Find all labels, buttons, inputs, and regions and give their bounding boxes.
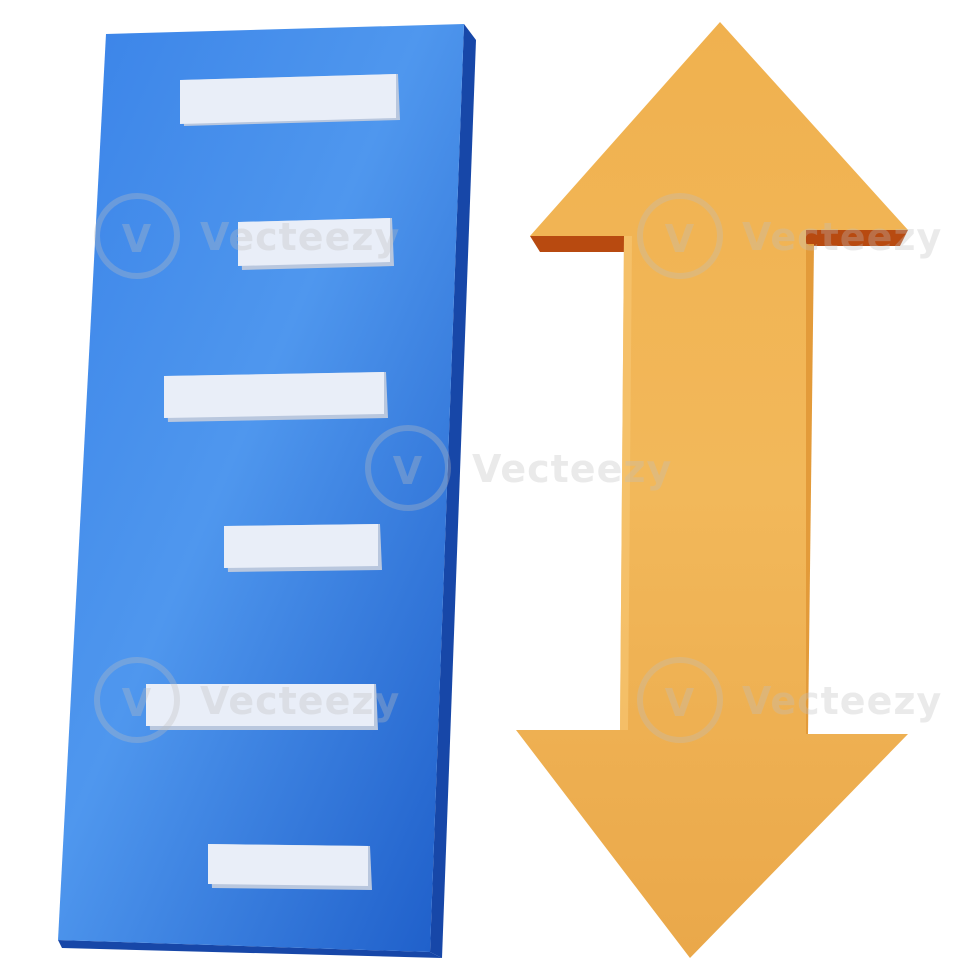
watermark-logo-icon: V (637, 193, 723, 279)
svg-text:V: V (665, 681, 695, 725)
watermark-logo-icon: V (94, 657, 180, 743)
watermark-text: Vecteezy (742, 679, 942, 723)
watermark-text: Vecteezy (200, 215, 400, 259)
watermark-text: Vecteezy (472, 447, 672, 491)
ruler-mark (146, 684, 378, 730)
watermark-text: Vecteezy (742, 215, 942, 259)
watermark-layer: V Vecteezy V Vecteezy V Vecteezy V Vecte… (94, 193, 942, 743)
arrow-head-shadow-left (530, 236, 624, 252)
watermark-logo-icon: V (365, 425, 451, 511)
ruler-mark (208, 844, 372, 890)
arrow-head-shadow-right (806, 230, 908, 246)
watermark-logo-icon: V (637, 657, 723, 743)
ruler-side (430, 24, 476, 958)
watermark-logo-icon: V (94, 193, 180, 279)
ruler-mark (164, 372, 388, 422)
double-arrow-icon (516, 22, 908, 958)
ruler-icon (58, 24, 476, 958)
watermark-text: Vecteezy (200, 679, 400, 723)
ruler-mark (180, 74, 400, 126)
svg-text:V: V (122, 217, 152, 261)
svg-text:V: V (665, 217, 695, 261)
arrow-shaft-highlight (620, 236, 632, 730)
ruler-bottom (58, 940, 442, 958)
ruler-mark (238, 218, 394, 270)
svg-text:V: V (393, 449, 423, 493)
svg-text:V: V (122, 681, 152, 725)
arrow-face (516, 22, 908, 958)
ruler-mark (224, 524, 382, 572)
